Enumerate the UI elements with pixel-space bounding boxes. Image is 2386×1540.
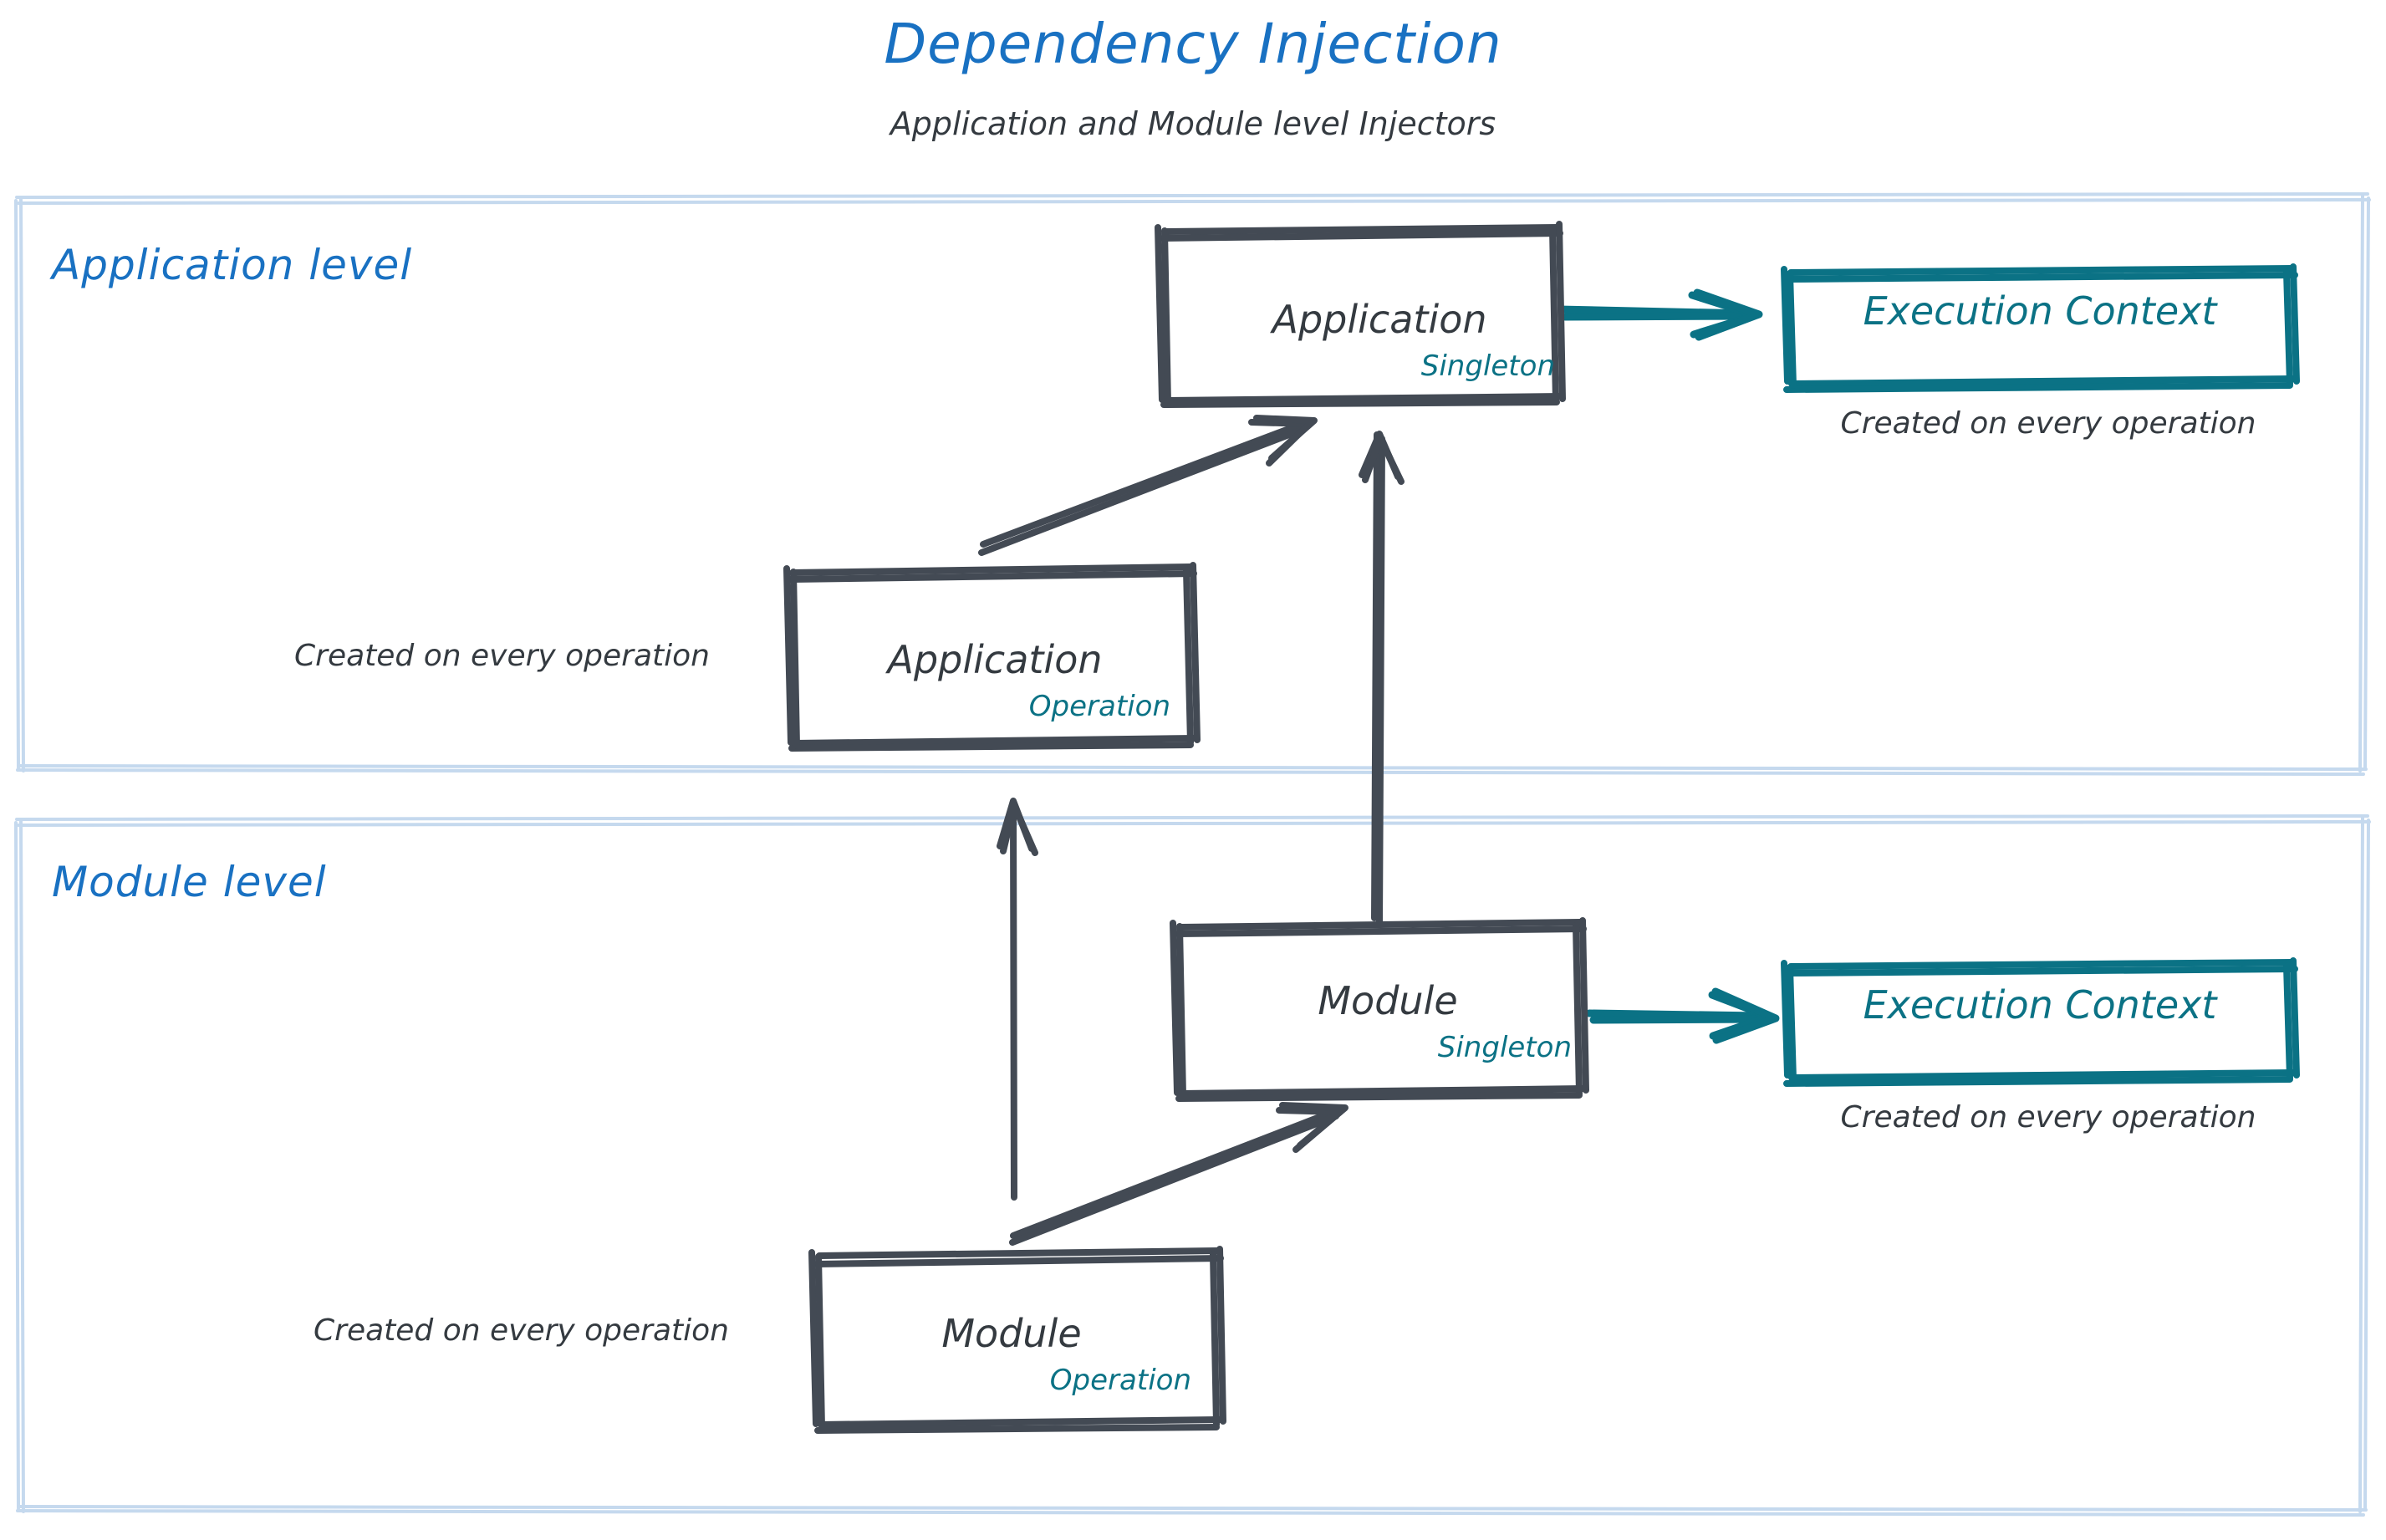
section-label-application-level: Application level xyxy=(52,241,413,289)
arrow-module-singleton-to-app-singleton xyxy=(1359,431,1405,926)
arrow-module-singleton-to-execution-context xyxy=(1585,987,1780,1044)
caption-execution-context-application: Created on every operation xyxy=(1840,406,2256,441)
node-label-module-operation: Module xyxy=(941,1311,1082,1356)
caption-module-operation: Created on every operation xyxy=(314,1313,729,1348)
page-title: Dependency Injection xyxy=(884,12,1502,76)
node-label-execution-context-module: Execution Context xyxy=(1863,982,2217,1028)
node-label-application-operation: Application xyxy=(887,637,1103,682)
arrow-app-singleton-to-execution-context xyxy=(1554,288,1763,341)
node-label-execution-context-application: Execution Context xyxy=(1863,288,2217,334)
arrow-module-operation-to-app-operation xyxy=(997,798,1038,1201)
scope-badge-application-singleton: Singleton xyxy=(1420,349,1555,383)
scope-badge-module-singleton: Singleton xyxy=(1437,1031,1572,1064)
caption-application-operation: Created on every operation xyxy=(294,639,710,673)
arrow-app-operation-to-app-singleton xyxy=(978,415,1318,556)
section-label-module-level: Module level xyxy=(52,858,327,906)
arrow-module-operation-to-module-singleton xyxy=(1009,1102,1348,1246)
node-label-module-singleton: Module xyxy=(1318,978,1458,1023)
page-subtitle: Application and Module level Injectors xyxy=(890,105,1496,142)
node-label-application-singleton: Application xyxy=(1272,297,1487,342)
caption-execution-context-module: Created on every operation xyxy=(1840,1100,2256,1135)
scope-badge-application-operation: Operation xyxy=(1028,690,1170,723)
scope-badge-module-operation: Operation xyxy=(1049,1364,1191,1397)
section-box-module-level xyxy=(14,814,2371,1517)
